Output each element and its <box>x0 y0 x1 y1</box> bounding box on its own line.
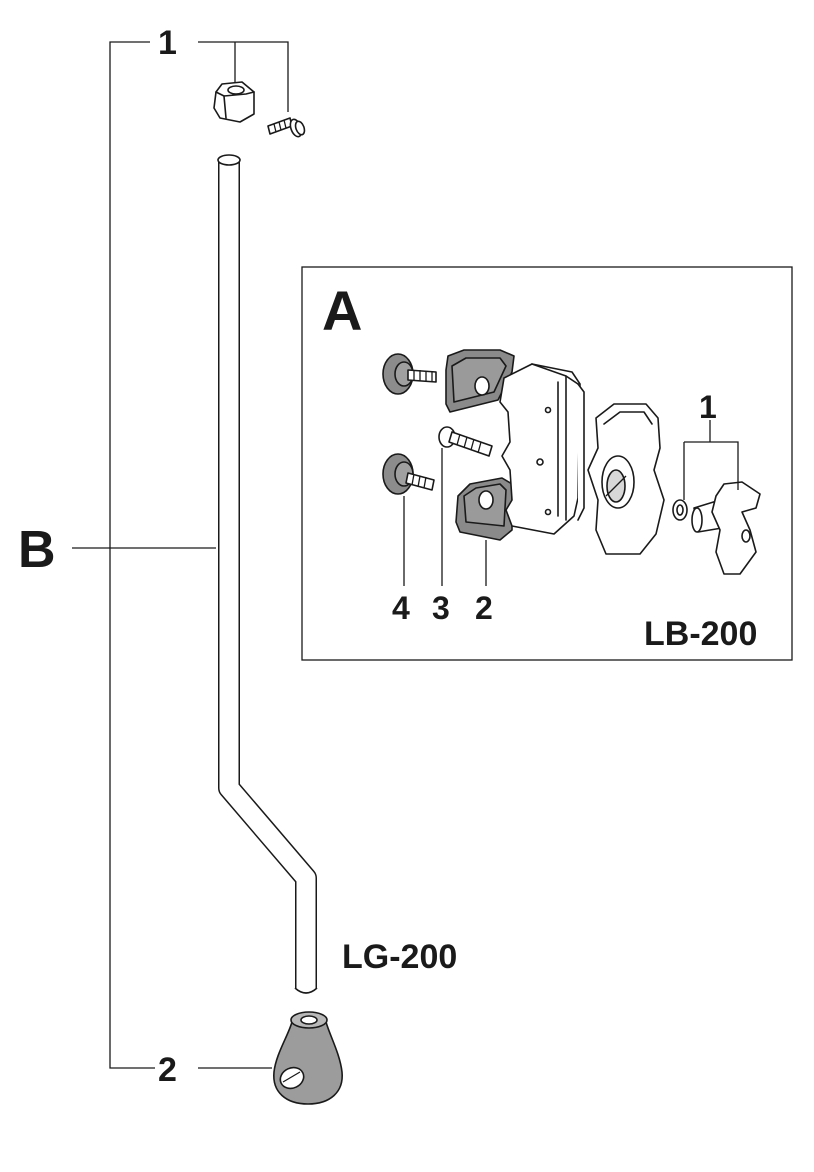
bracket-model-label: LB-200 <box>644 615 757 653</box>
bracket-body <box>499 363 585 535</box>
group-b-bracket-line <box>109 41 155 1069</box>
callout-1-knob-leader <box>684 441 739 490</box>
rod-end-knob <box>273 1011 343 1105</box>
callout-1-knob: 1 <box>699 389 717 425</box>
rod <box>217 154 318 994</box>
rubber-pad-lower <box>455 477 513 541</box>
clamp-block <box>213 81 255 123</box>
mounting-bolt-lower <box>382 453 435 495</box>
screw <box>438 426 493 457</box>
inset-a-leader-lines <box>403 420 739 586</box>
label-b: B <box>18 521 56 579</box>
callout-3-screw: 3 <box>432 590 450 626</box>
group-b-leader-lines <box>72 41 289 1069</box>
clamp-screw <box>267 117 306 138</box>
mounting-bolt-upper <box>382 353 437 395</box>
rubber-pad-upper <box>445 349 515 413</box>
rod-model-label: LG-200 <box>342 938 457 976</box>
inset-a-frame <box>301 266 793 661</box>
callout-1-top-leader <box>198 41 289 112</box>
label-a: A <box>322 279 362 342</box>
clamp-plate <box>587 403 665 555</box>
callout-2-bottom: 2 <box>158 1051 177 1089</box>
callout-2-pad: 2 <box>475 590 493 626</box>
callout-1-top: 1 <box>158 24 177 62</box>
callout-4-bolt: 4 <box>392 590 410 626</box>
wing-knob <box>672 481 761 575</box>
